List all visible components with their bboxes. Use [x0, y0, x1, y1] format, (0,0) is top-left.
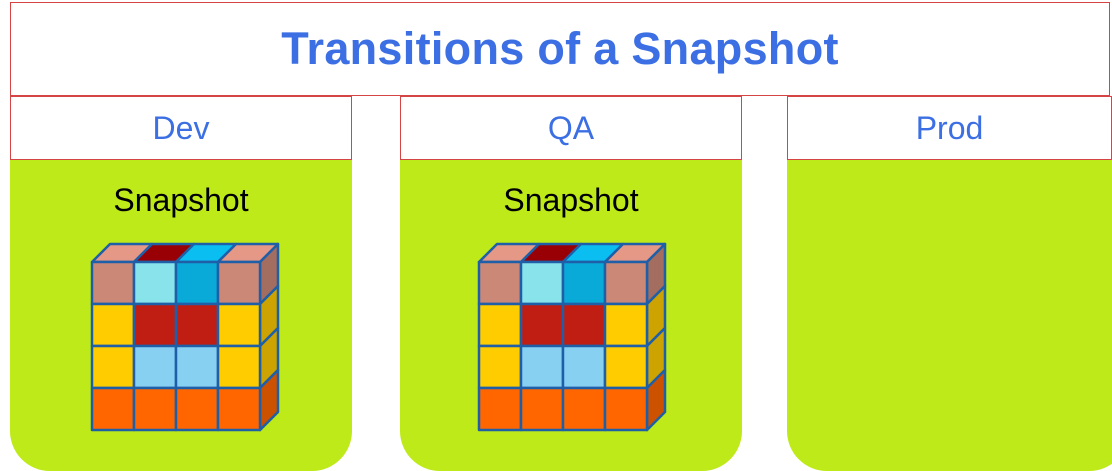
cube-front-cell	[603, 344, 649, 390]
cube-front-cell	[90, 344, 136, 390]
env-header-qa: QA	[400, 96, 742, 160]
cube-front-cell	[561, 386, 607, 432]
cube-front-cell	[216, 302, 262, 348]
cube-front-cell	[519, 344, 565, 390]
cube-front-cell	[216, 260, 262, 306]
env-name-dev: Dev	[152, 109, 210, 146]
cube-front-cell	[132, 344, 178, 390]
env-name-qa: QA	[547, 109, 595, 146]
cube-front-cell	[174, 260, 220, 306]
cube-front-cell	[477, 260, 523, 306]
diagram-title: Transitions of a Snapshot	[281, 23, 839, 74]
env-header-dev: Dev	[10, 96, 352, 160]
cube-front-cell	[132, 302, 178, 348]
env-header-prod: Prod	[787, 96, 1112, 160]
diagram-title-box: Transitions of a Snapshot	[10, 2, 1110, 96]
cube-front-cell	[477, 344, 523, 390]
cube-front-cell	[90, 386, 136, 432]
cube-front-cell	[174, 344, 220, 390]
cube-front-cell	[477, 302, 523, 348]
cube-front-cell	[174, 386, 220, 432]
snapshot-cube-icon-dev	[90, 242, 280, 432]
cube-front-cell	[603, 302, 649, 348]
cube-front-cell	[132, 386, 178, 432]
cube-front-cell	[90, 302, 136, 348]
cube-front-cell	[603, 386, 649, 432]
cube-front-cell	[561, 344, 607, 390]
snapshot-label-qa: Snapshot	[503, 182, 639, 218]
cube-front-cell	[561, 302, 607, 348]
env-panel-qa: Snapshot	[400, 160, 742, 471]
env-panel-prod	[787, 160, 1112, 471]
cube-front-cell	[90, 260, 136, 306]
snapshot-cube-icon-qa	[477, 242, 667, 432]
cube-front-cell	[132, 260, 178, 306]
cube-front-cell	[477, 386, 523, 432]
cube-front-cell	[216, 386, 262, 432]
env-panel-dev: Snapshot	[10, 160, 352, 471]
cube-front-cell	[216, 344, 262, 390]
cube-front-cell	[519, 260, 565, 306]
cube-front-cell	[174, 302, 220, 348]
env-name-prod: Prod	[915, 109, 984, 146]
cube-front-cell	[519, 302, 565, 348]
cube-front-cell	[603, 260, 649, 306]
snapshot-label-dev: Snapshot	[113, 182, 249, 218]
cube-front-cell	[519, 386, 565, 432]
cube-front-cell	[561, 260, 607, 306]
